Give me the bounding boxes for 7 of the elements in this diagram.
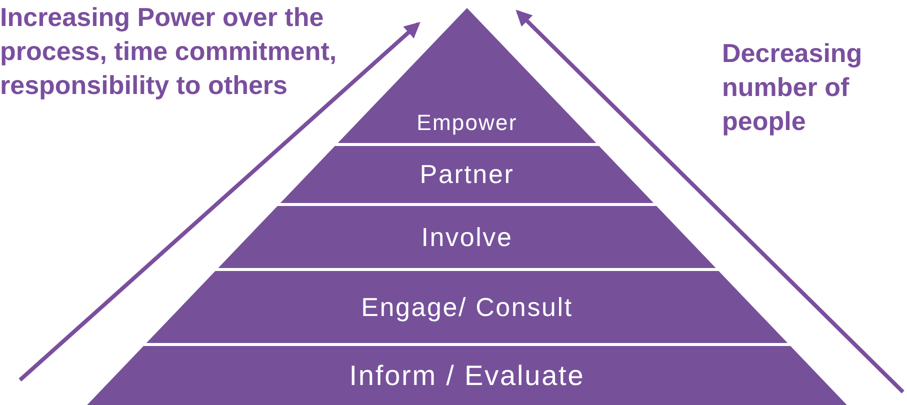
band-label: Inform / Evaluate xyxy=(349,358,585,392)
band-label: Engage/ Consult xyxy=(361,290,573,324)
band-label: Partner xyxy=(420,158,514,191)
side-note: Decreasing number of people xyxy=(722,37,864,138)
band-label: Involve xyxy=(421,220,513,254)
band-label: Empower xyxy=(416,109,518,137)
side-note: Increasing Power over the process, time commitment, responsibility to others xyxy=(0,1,338,102)
